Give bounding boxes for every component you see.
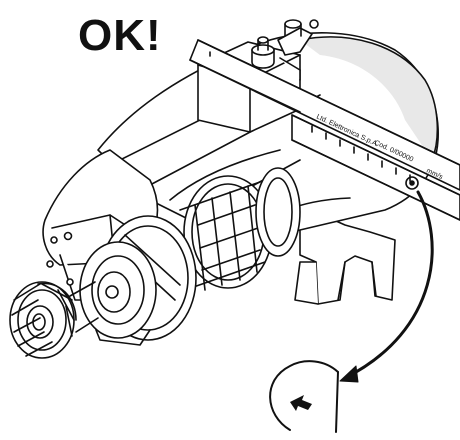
- screw-icon: [46, 260, 54, 268]
- gear-cage: [179, 167, 301, 291]
- detail-magnifier: [269, 360, 339, 433]
- bolt-assembly: [251, 19, 319, 81]
- screw-icon: [66, 278, 74, 286]
- callout-arrow: [339, 190, 434, 383]
- knurled-knob: [9, 281, 99, 359]
- screw-icon: [63, 231, 73, 241]
- screw-icon: [50, 236, 58, 244]
- ruler-end-marker: [405, 176, 419, 190]
- ok-status-label: OK!: [78, 11, 162, 60]
- arrow-icon: [290, 395, 312, 411]
- support-stand: [294, 204, 396, 305]
- front-ring-assembly: [79, 215, 197, 346]
